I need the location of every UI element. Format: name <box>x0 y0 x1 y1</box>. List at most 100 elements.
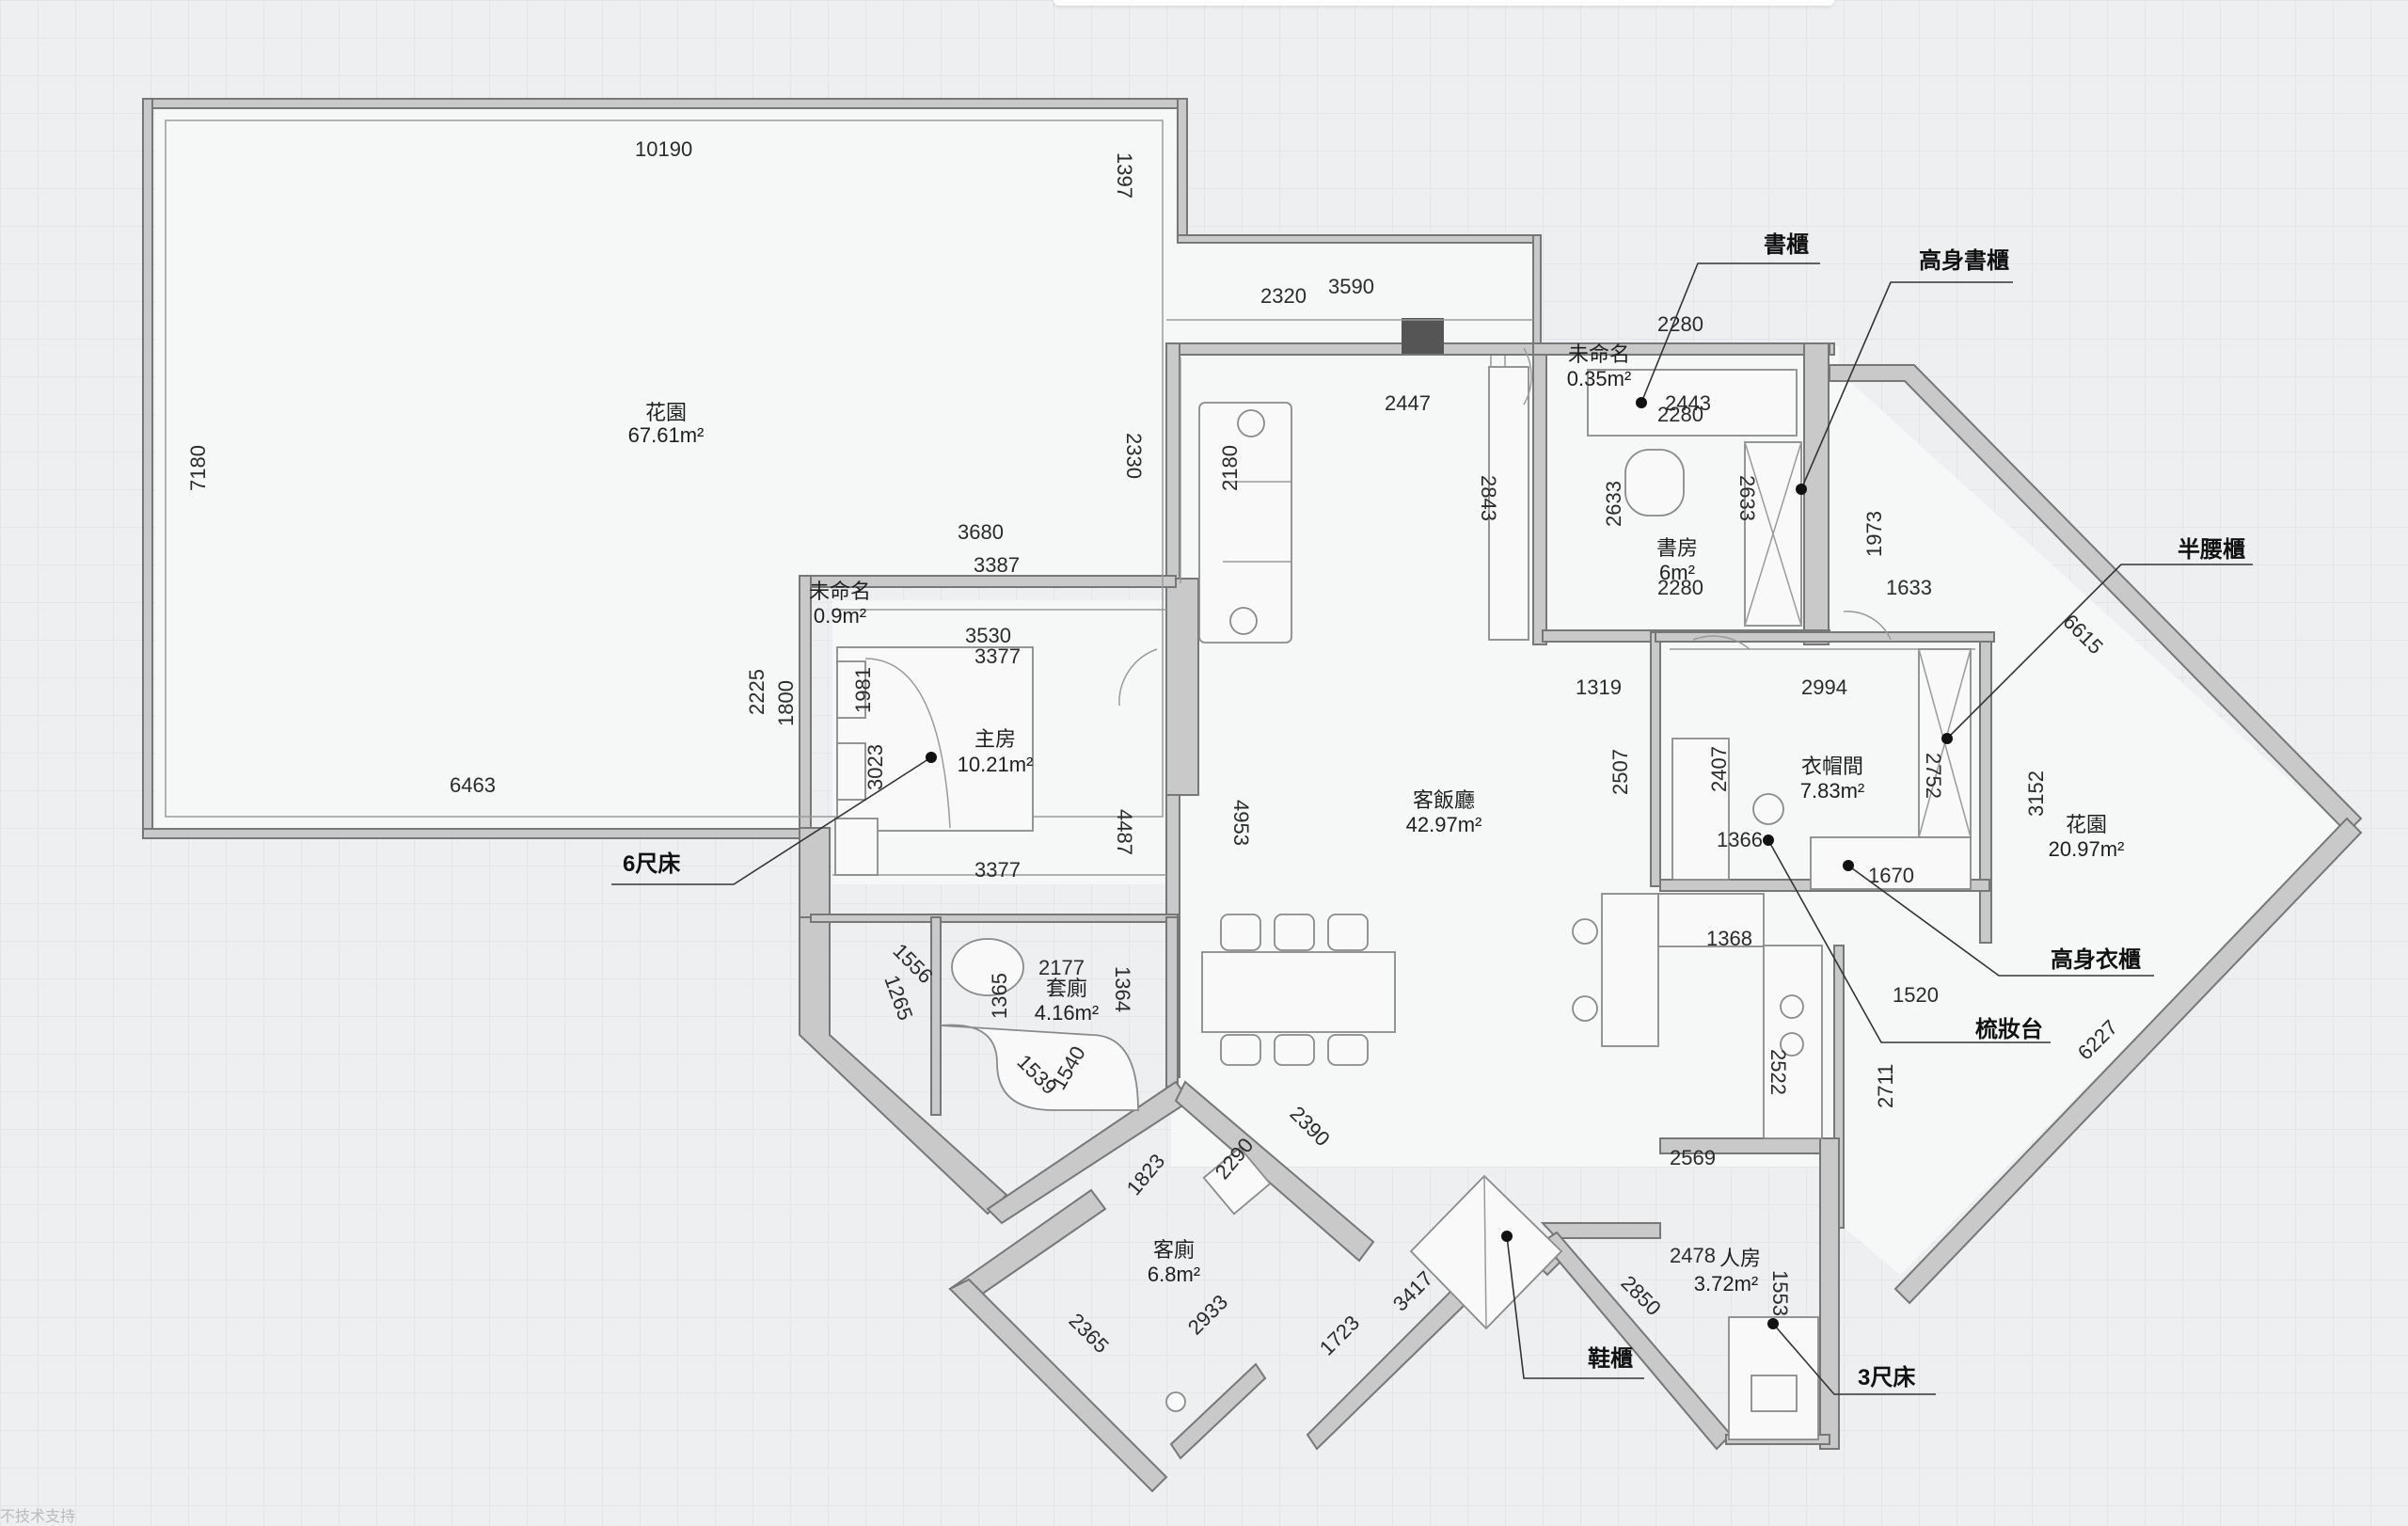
dim-label: 2447 <box>1385 391 1431 415</box>
room-name: 人房 <box>1719 1247 1761 1270</box>
dim-label: 3680 <box>958 520 1004 544</box>
room-area: 0.9m² <box>814 604 866 628</box>
dim-label: 2365 <box>1064 1309 1113 1358</box>
callout-dresser: 梳妝台 <box>1975 1016 2043 1042</box>
room-area: 7.83m² <box>1800 779 1864 803</box>
corner-watermark-text: 不技术支持 <box>0 1509 76 1525</box>
room-name: 花園 <box>2066 813 2107 836</box>
callout-tall-bookcase: 高身書櫃 <box>1919 247 2009 274</box>
dim-label: 2569 <box>1670 1146 1716 1169</box>
room-area: 6.8m² <box>1148 1263 1200 1286</box>
callouts: 書櫃 高身書櫃 半腰櫃 6尺床 高身衣櫃 梳妝台 鞋櫃 3尺床 <box>611 231 2253 1395</box>
dim-label: 3530 <box>965 624 1011 647</box>
dim-label: 1973 <box>1862 511 1886 557</box>
dim-label: 4953 <box>1229 800 1253 846</box>
dim-label: 2633 <box>1602 481 1625 527</box>
room-name: 客廁 <box>1153 1238 1195 1262</box>
dim-label: 3387 <box>974 553 1020 577</box>
dim-label: 2280 <box>1657 403 1703 426</box>
room-name: 主房 <box>974 727 1016 751</box>
dining-table-icon <box>1201 951 1396 1033</box>
dim-label: 2177 <box>1038 956 1085 979</box>
furniture <box>834 347 1972 1440</box>
room-area: 0.35m² <box>1567 367 1631 390</box>
dim-label: 2180 <box>1218 445 1242 491</box>
dim-label: 1520 <box>1893 983 1939 1007</box>
dim-label: 2280 <box>1657 576 1703 599</box>
room-area: 10.21m² <box>958 753 1034 776</box>
room-area: 4.16m² <box>1035 1001 1099 1025</box>
chair-icon <box>1624 449 1685 517</box>
room-area: 3.72m² <box>1694 1272 1758 1296</box>
dim-label: 1366 <box>1717 828 1763 851</box>
dim-label: 2507 <box>1608 749 1632 795</box>
double-bed-icon <box>836 646 1034 832</box>
dim-label: 2407 <box>1707 746 1731 792</box>
dim-label: 1553 <box>1768 1270 1792 1316</box>
dim-label: 2443 <box>1665 391 1711 415</box>
dim-label: 1800 <box>774 680 798 726</box>
dim-label: 2320 <box>1260 284 1307 308</box>
room-name: 未命名 <box>1568 342 1630 366</box>
dim-label: 4487 <box>1113 809 1136 855</box>
dim-label: 3417 <box>1388 1266 1437 1315</box>
dim-label: 1319 <box>1576 676 1622 699</box>
dim-label: 2933 <box>1183 1290 1232 1339</box>
basin-icon <box>951 938 1024 996</box>
dim-label: 2330 <box>1122 433 1146 479</box>
dim-label: 1265 <box>879 972 917 1024</box>
dim-label: 1397 <box>1113 152 1136 199</box>
dim-label: 1670 <box>1868 864 1914 887</box>
dim-label: 2752 <box>1922 753 1945 799</box>
room-name: 衣帽間 <box>1801 755 1863 778</box>
sofa-icon <box>1198 402 1292 644</box>
room-area: 42.97m² <box>1406 813 1482 836</box>
dim-label: 1823 <box>1122 1150 1170 1200</box>
callout-half-cabinet: 半腰櫃 <box>2178 537 2245 563</box>
dim-label: 1723 <box>1315 1311 1364 1359</box>
room-name: 套廁 <box>1046 977 1087 1000</box>
dim-label: 1364 <box>1111 966 1134 1012</box>
room-area: 6m² <box>1659 561 1695 584</box>
dim-label: 1368 <box>1706 927 1752 950</box>
callout-tall-wardrobe: 高身衣櫃 <box>2051 946 2141 973</box>
dim-label: 2478 <box>1670 1244 1716 1267</box>
dim-label: 2522 <box>1766 1049 1790 1095</box>
dim-label: 2225 <box>745 669 768 715</box>
room-area: 20.97m² <box>2049 837 2125 861</box>
room-area: 67.61m² <box>628 423 705 447</box>
room-name: 書房 <box>1656 536 1698 560</box>
dim-label: 2280 <box>1657 312 1703 336</box>
walls <box>142 98 2363 1493</box>
top-toolbar-edge <box>1054 0 1834 6</box>
callout-double-bed: 6尺床 <box>623 850 680 877</box>
callout-bookshelf: 書櫃 <box>1764 231 1809 258</box>
room-name: 花園 <box>645 401 687 424</box>
dim-label: 2633 <box>1735 475 1759 521</box>
dim-label: 1365 <box>988 973 1011 1019</box>
callout-shoe-cabinet: 鞋櫃 <box>1588 1346 1633 1372</box>
dim-label: 2711 <box>1874 1064 1897 1108</box>
column <box>1402 318 1444 354</box>
dim-label: 3023 <box>863 744 887 790</box>
desk-icon <box>1587 369 1798 437</box>
dim-label: 3590 <box>1328 275 1374 298</box>
dim-label: 3152 <box>2024 771 2048 817</box>
floor-areas <box>155 108 2342 1275</box>
dim-label: 1633 <box>1886 576 1932 599</box>
dim-label: 3377 <box>974 858 1021 882</box>
room-name: 未命名 <box>809 580 871 603</box>
dim-label: 2843 <box>1477 475 1500 521</box>
dim-label: 10190 <box>635 137 692 161</box>
dim-label: 6463 <box>450 773 496 797</box>
room-name: 客飯廳 <box>1413 788 1475 812</box>
tall-wardrobe-icon <box>1810 836 1972 890</box>
island-icon <box>1601 893 1659 1047</box>
dim-label: 7180 <box>186 445 210 491</box>
dim-label: 3377 <box>974 644 1021 668</box>
callout-single-bed: 3尺床 <box>1858 1364 1915 1391</box>
dim-label: 1981 <box>851 667 875 713</box>
room-labels: 花園 67.61m² 主房 10.21m² 套廁 4.16m² 客廁 6.8m²… <box>628 342 2125 1296</box>
dim-label: 2994 <box>1801 676 1847 699</box>
